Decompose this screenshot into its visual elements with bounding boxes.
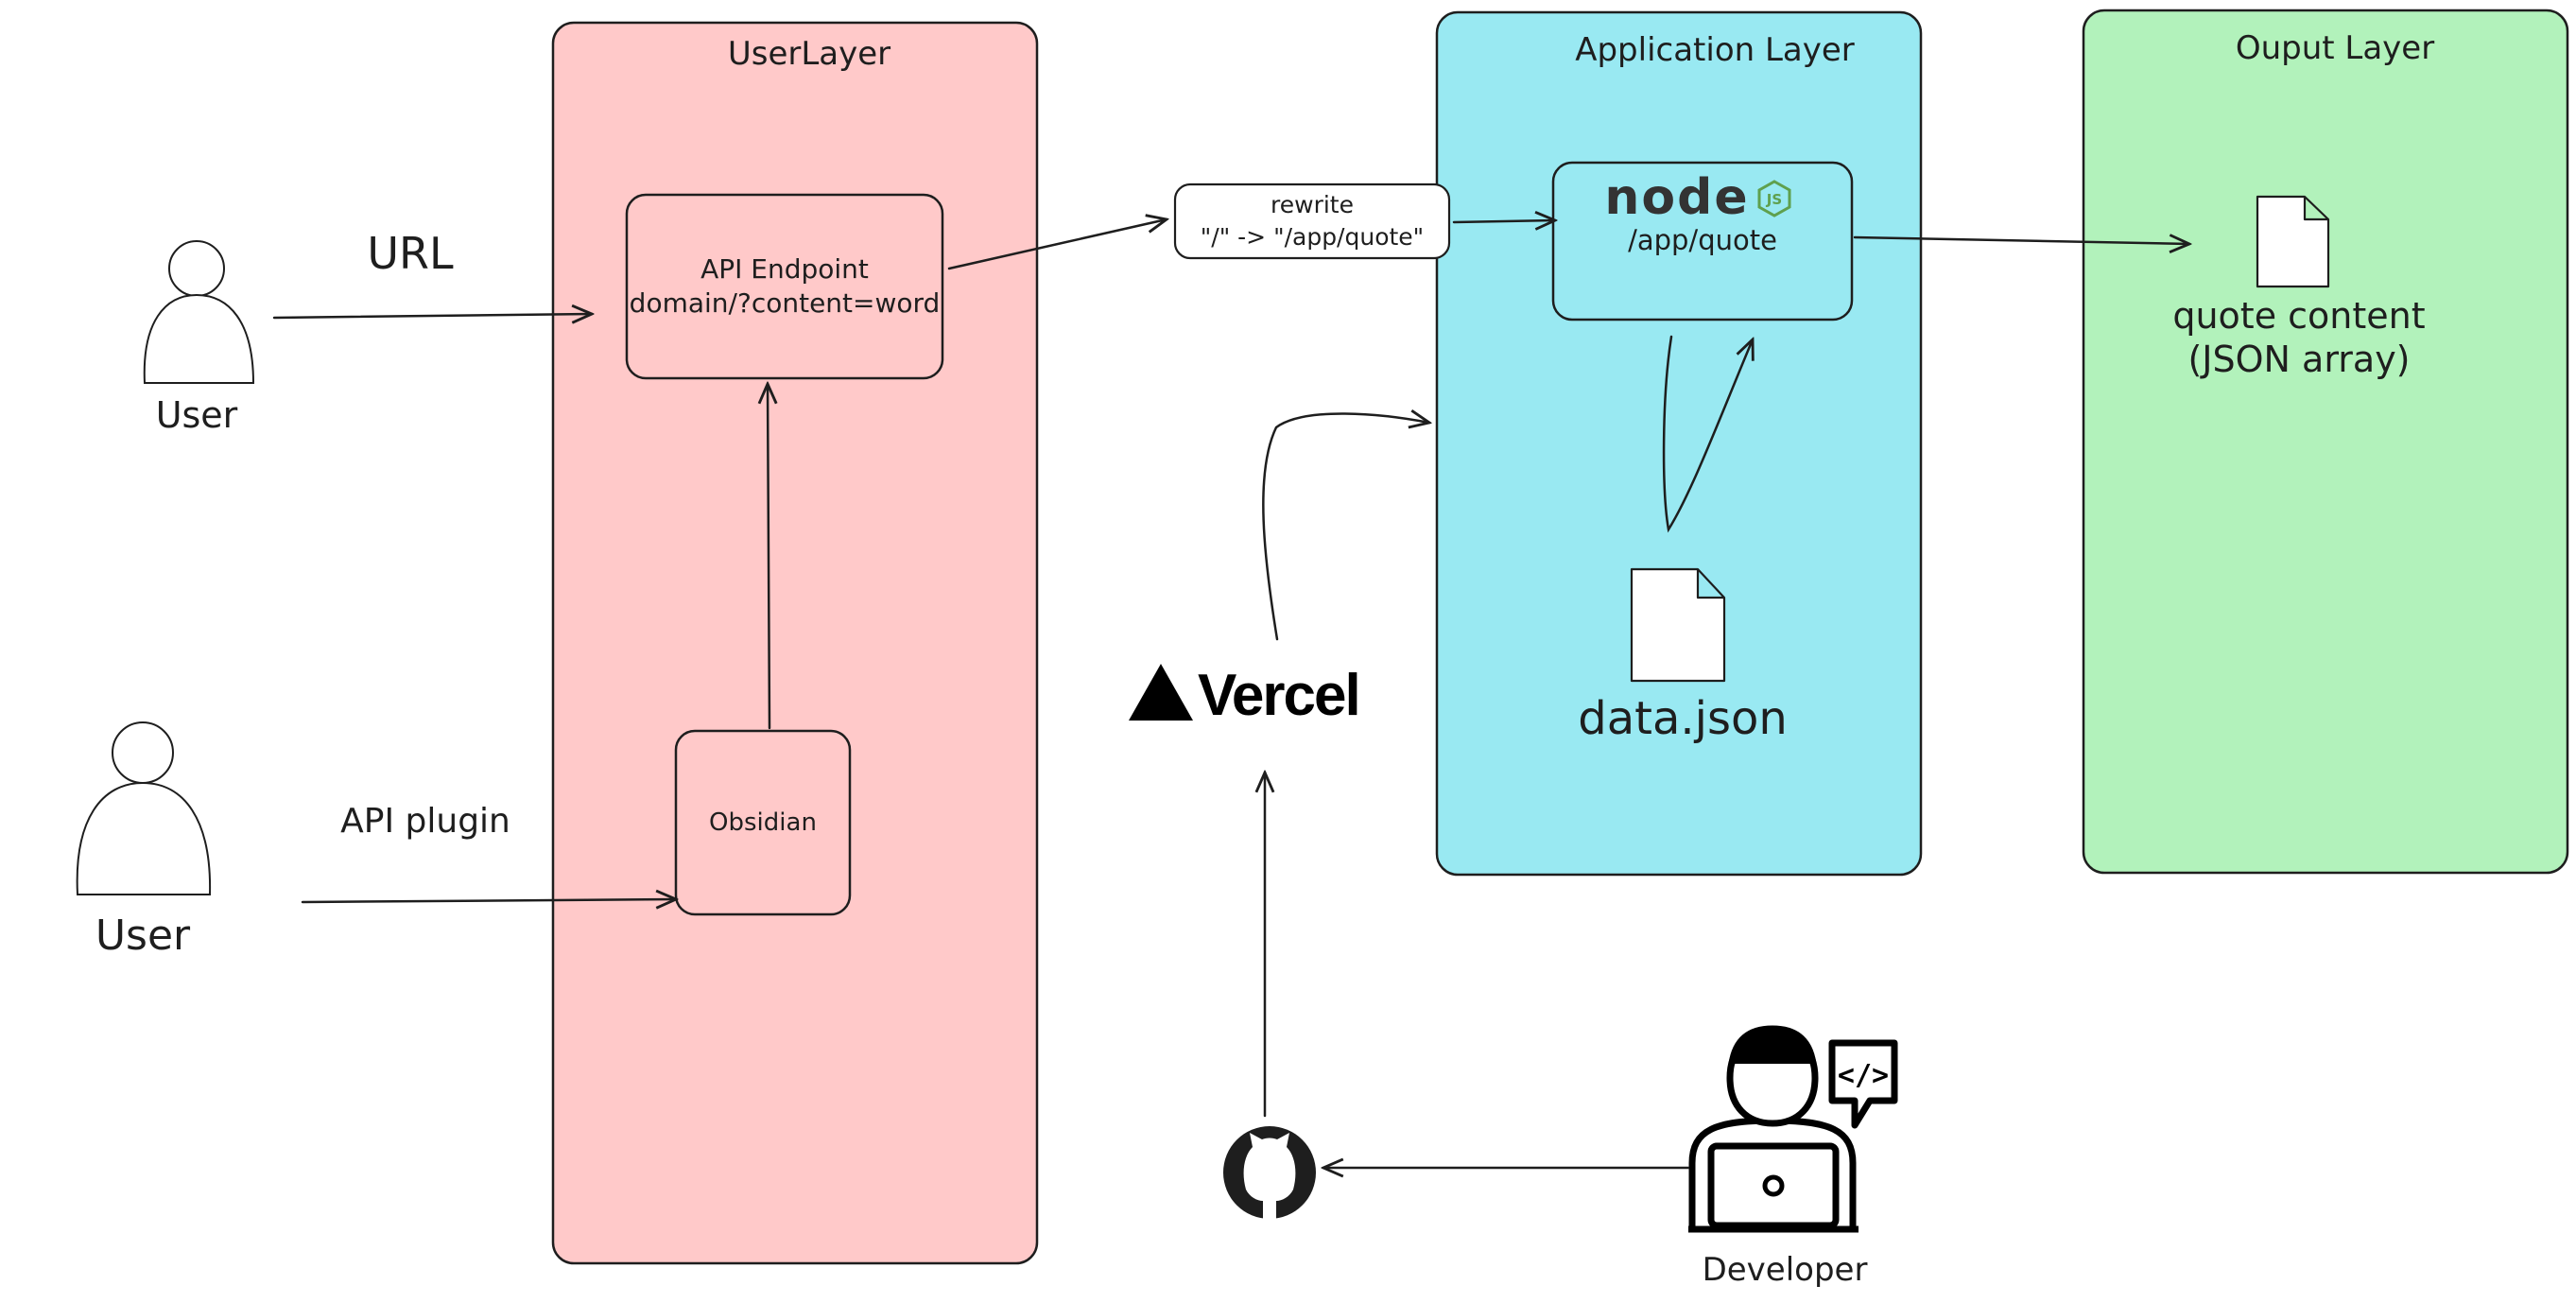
github-node [1223, 1126, 1316, 1219]
node-app-route: /app/quote [1628, 224, 1777, 256]
edge-user-to-obsidian [301, 899, 676, 902]
output-file-node: quote content (JSON array) [2172, 195, 2426, 380]
edge-data-to-node-app [1662, 335, 1753, 533]
file-icon [1630, 567, 1726, 683]
svg-text:</>: </> [1838, 1059, 1889, 1092]
nodejs-logo-badge: JS [1766, 191, 1782, 208]
rewrite-rule: "/" -> "/app/quote" [1201, 223, 1424, 251]
rewrite-node: rewrite "/" -> "/app/quote" [1173, 182, 1451, 260]
output-layer: Ouput Layer [2082, 9, 2569, 875]
output-layer-title: Ouput Layer [2236, 29, 2434, 67]
data-file-node: data.json [1578, 567, 1788, 745]
vercel-triangle-icon [1129, 664, 1193, 721]
output-file-title: quote content [2172, 295, 2425, 337]
api-endpoint-title: API Endpoint [700, 253, 869, 285]
edge-label-url: URL [367, 228, 454, 279]
data-file-label: data.json [1578, 692, 1788, 745]
user-label-top: User [156, 394, 238, 436]
output-file-subtitle: (JSON array) [2187, 339, 2410, 380]
application-layer-box [1435, 10, 1923, 877]
obsidian-node: Obsidian [674, 729, 852, 916]
api-endpoint-node: API Endpoint domain/?content=word [625, 193, 944, 380]
user-actor-bottom: User [76, 721, 212, 960]
node-app-node: node JS /app/quote [1551, 161, 1854, 321]
edges [272, 219, 2189, 1168]
edge-node-app-to-output [1853, 237, 2189, 244]
vercel-node: Vercel [1129, 663, 1361, 728]
edge-api-endpoint-to-rewrite [947, 219, 1167, 270]
edge-label-api-plugin: API plugin [340, 802, 510, 841]
edge-vercel-to-application [1262, 413, 1429, 641]
edge-rewrite-to-node-app [1452, 220, 1555, 222]
nodejs-logo-icon: node JS [1604, 169, 1791, 226]
application-layer-title: Application Layer [1575, 31, 1855, 69]
edge-user-to-api-endpoint [272, 314, 592, 318]
user-actor-top: User [143, 240, 255, 436]
output-layer-box [2082, 9, 2569, 875]
developer-label: Developer [1703, 1251, 1868, 1289]
user-layer-title: UserLayer [728, 35, 890, 73]
vercel-label: Vercel [1198, 663, 1359, 728]
obsidian-label: Obsidian [709, 808, 817, 837]
file-icon [2256, 195, 2330, 288]
user-icon [76, 721, 212, 895]
developer-actor: </> Developer [1688, 1025, 1898, 1289]
nodejs-logo-text: node [1604, 169, 1749, 226]
edge-obsidian-to-api-endpoint [768, 384, 769, 730]
user-icon [143, 240, 255, 384]
github-icon [1223, 1126, 1316, 1219]
user-label-bottom: User [95, 912, 191, 960]
api-endpoint-url: domain/?content=word [630, 287, 941, 319]
rewrite-label: rewrite [1271, 191, 1354, 218]
application-layer: Application Layer [1435, 10, 1923, 877]
